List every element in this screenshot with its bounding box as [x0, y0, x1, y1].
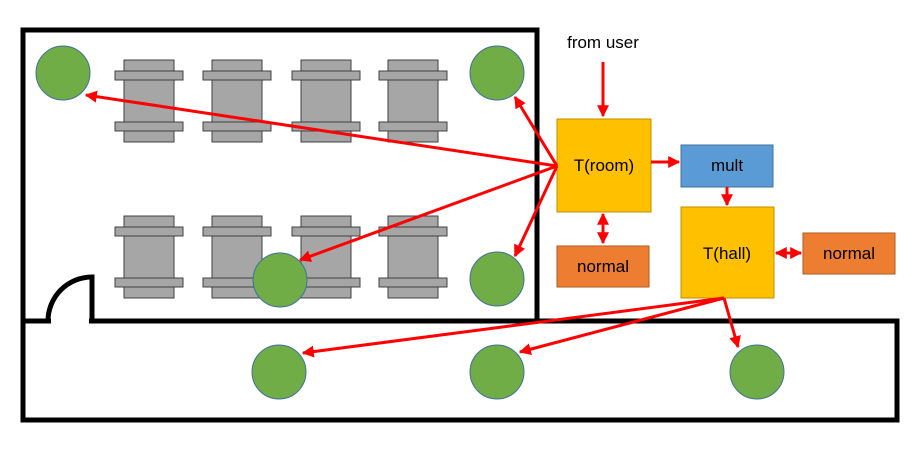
normal-hall-box — [802, 232, 896, 275]
t-hall-label: T(hall) — [703, 244, 751, 263]
controller-boxes: T(room) mult T(hall) normal normal — [556, 118, 896, 299]
t-room-label: T(room) — [574, 156, 634, 175]
door-gap — [51, 316, 89, 325]
normal-hall-label: normal — [823, 244, 875, 263]
room-wall — [20, 27, 540, 320]
sensor-5 — [251, 344, 307, 400]
arrow-room-to-sensor-1 — [84, 90, 558, 168]
table-8 — [378, 215, 448, 299]
table-3 — [291, 59, 361, 143]
hall-wall — [20, 318, 900, 423]
normal-room-box — [556, 245, 650, 288]
arrow-hall-to-sensor-6 — [518, 296, 725, 356]
table-7 — [291, 215, 361, 299]
table-4 — [378, 59, 448, 143]
tables — [114, 59, 448, 299]
walls — [20, 27, 900, 423]
t-hall-box — [680, 206, 775, 299]
sensor-2 — [469, 45, 525, 101]
arrow-room-to-sensor-3 — [298, 164, 558, 262]
arrows — [84, 62, 803, 358]
mult-label: mult — [711, 156, 743, 175]
arrow-hall-to-sensor-7 — [722, 297, 741, 349]
sensor-6 — [469, 344, 525, 400]
arrow-hall-to-sensor-5 — [301, 296, 725, 358]
sensor-1 — [35, 45, 91, 101]
sensor-4 — [252, 252, 308, 308]
sensor-7 — [729, 344, 785, 400]
table-5 — [114, 215, 184, 299]
door-arc — [45, 274, 95, 322]
arrow-room-to-sensor-2 — [513, 95, 559, 167]
from-user-label: from user — [567, 33, 639, 52]
arrow-room-to-sensor-4 — [513, 165, 559, 258]
sensor-3 — [469, 251, 525, 307]
sensors — [35, 45, 785, 400]
normal-room-label: normal — [577, 257, 629, 276]
table-2 — [202, 59, 272, 143]
mult-box — [680, 144, 774, 188]
t-room-box — [556, 118, 652, 213]
